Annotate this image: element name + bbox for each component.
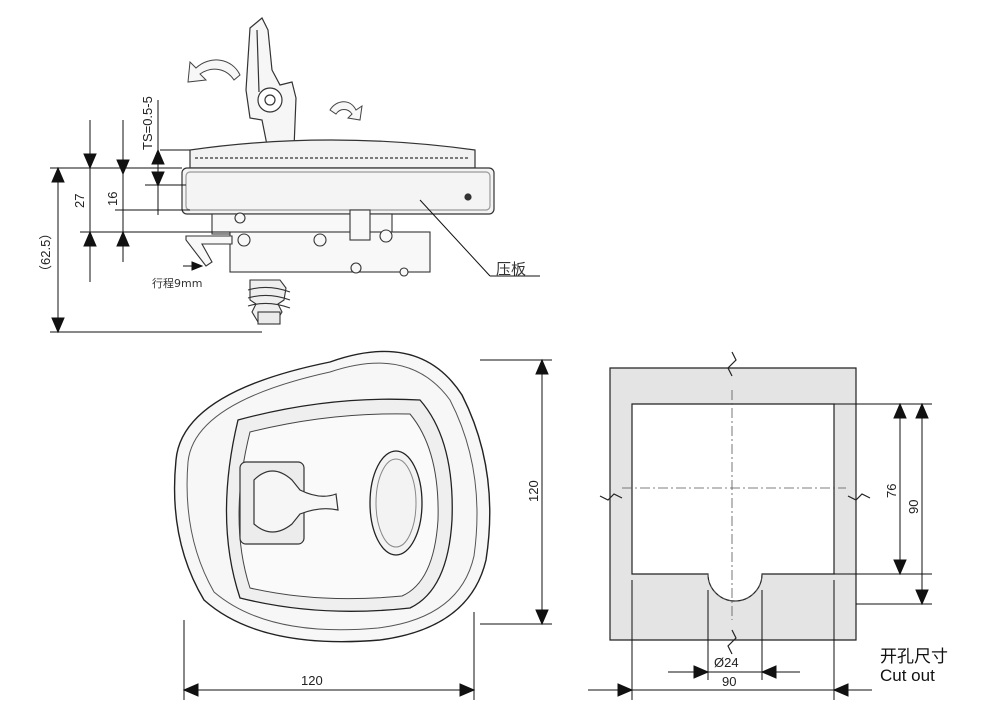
rotate-arrow-left-icon <box>187 59 241 83</box>
dim-16-label: 16 <box>105 192 120 206</box>
stroke-label: 行程9mm <box>152 277 202 290</box>
dim-90-vertical-label: 90 <box>906 500 921 514</box>
side-dimensions <box>50 100 540 334</box>
cutout-caption-en: Cut out <box>880 666 935 685</box>
dim-diameter-label: Ø24 <box>714 655 739 670</box>
pressure-plate-label: 压板 <box>496 260 526 278</box>
dim-overall-label: （62.5） <box>38 227 53 278</box>
dim-front-height-label: 120 <box>526 480 541 502</box>
side-view: TS=0.5-5 27 16 （62.5） 行程9mm 压板 <box>38 17 540 334</box>
front-view: 120 120 <box>173 350 552 700</box>
latch-body <box>181 139 495 215</box>
panel <box>609 367 857 641</box>
lever-handle <box>245 17 297 151</box>
cutout-caption-cn: 开孔尺寸 <box>880 647 948 667</box>
cutout-centerlines <box>622 390 846 620</box>
dim-ts-label: TS=0.5-5 <box>140 96 155 150</box>
rotate-arrow-right-icon <box>329 101 363 121</box>
cutout-dimensions <box>588 402 932 700</box>
dim-90-horizontal-label: 90 <box>722 674 736 689</box>
dim-27-label: 27 <box>72 194 87 208</box>
lever-knob <box>253 470 339 533</box>
dim-76-label: 76 <box>884 484 899 498</box>
dim-front-width-label: 120 <box>301 673 323 688</box>
front-dimensions <box>182 358 552 700</box>
latch-mechanism <box>185 209 431 325</box>
cutout-view: 76 90 Ø24 90 <box>588 351 932 700</box>
push-button <box>369 450 423 556</box>
